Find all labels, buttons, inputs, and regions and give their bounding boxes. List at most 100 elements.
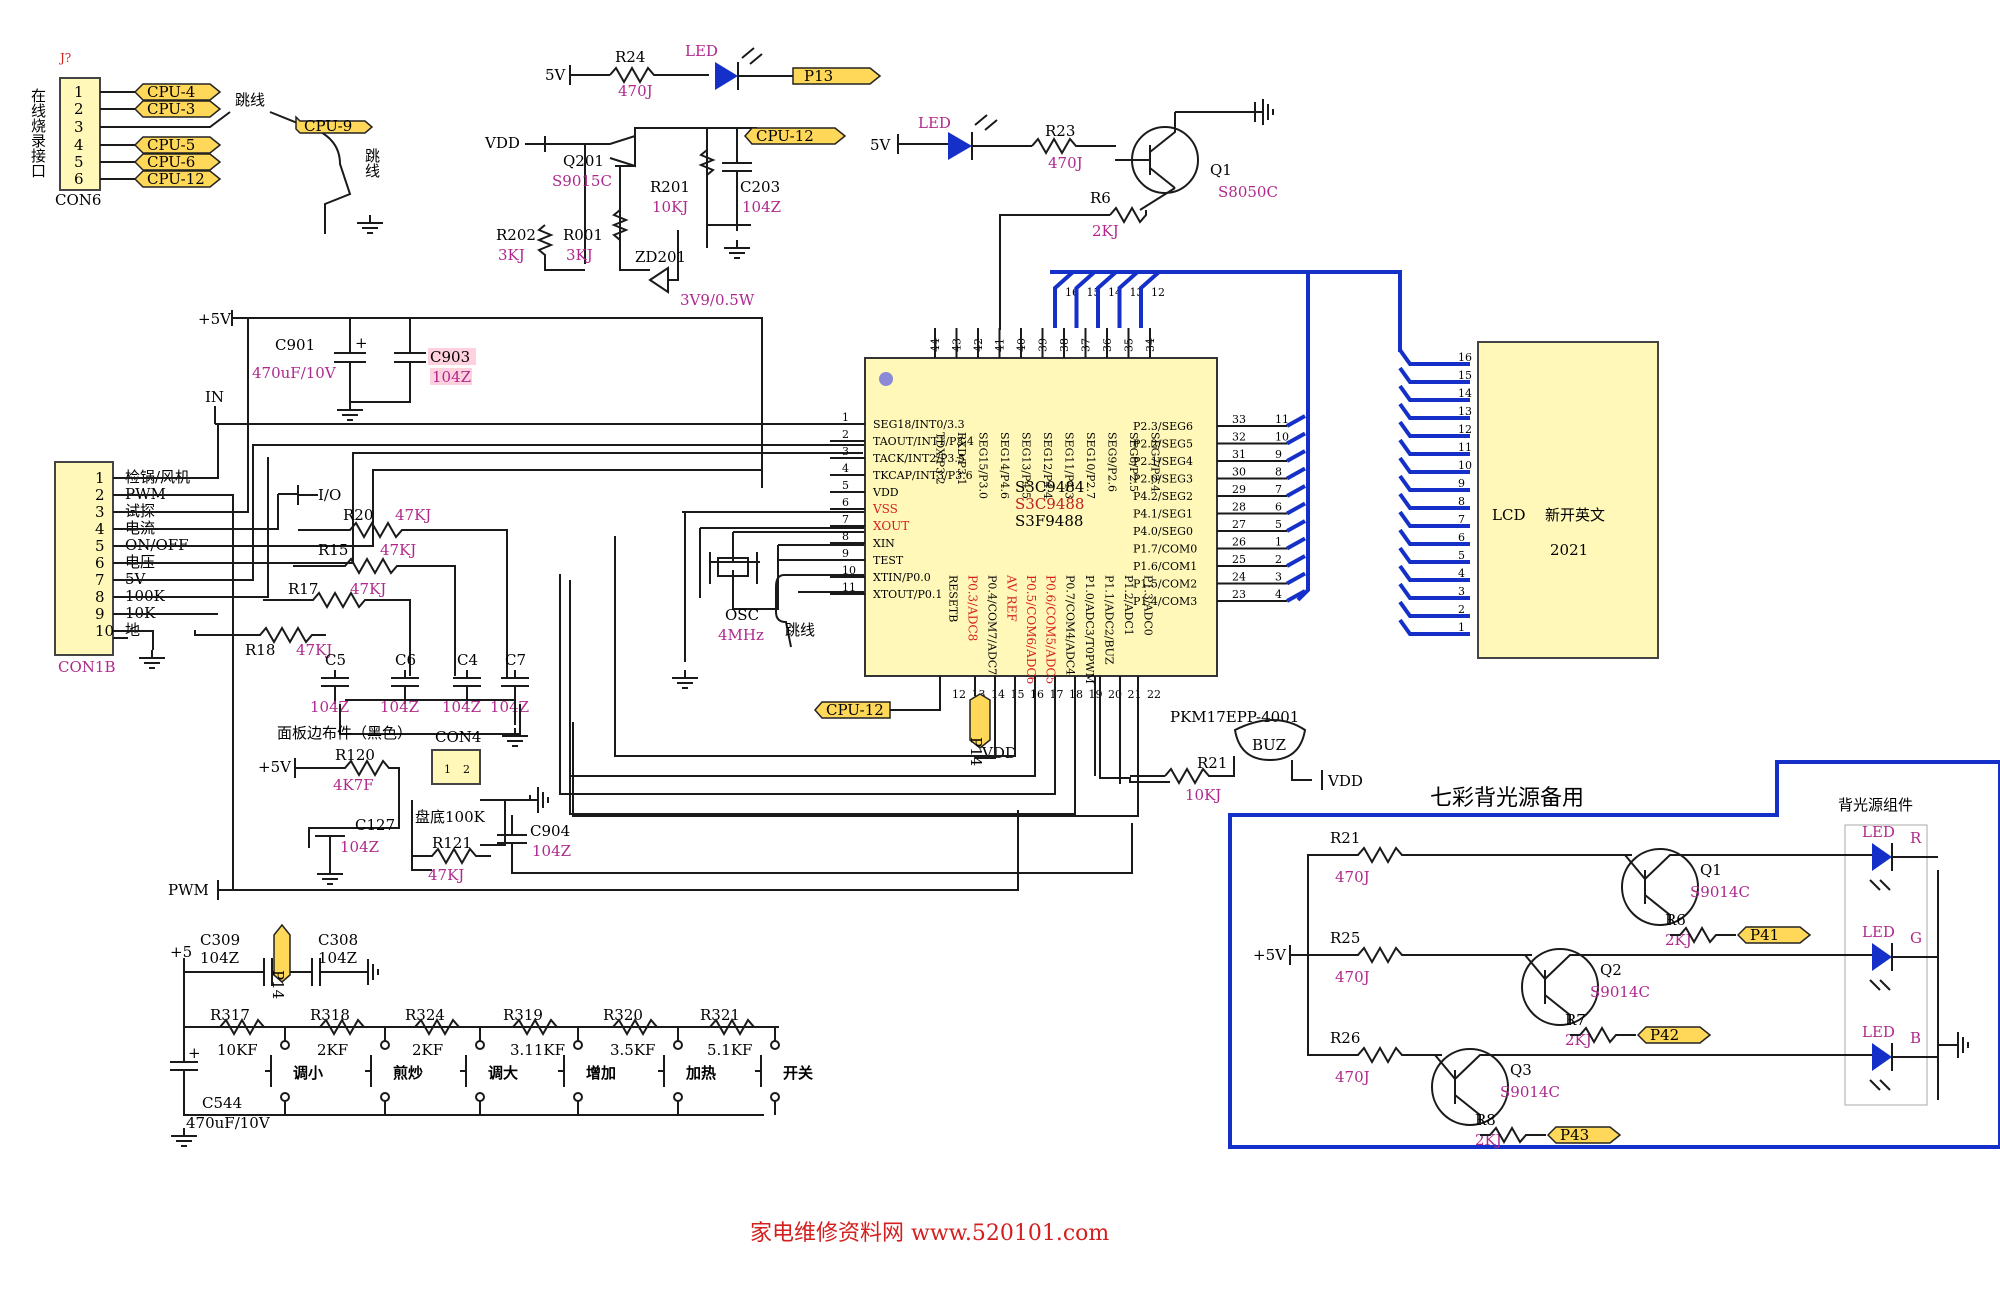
bl-led-g: LED [1862,923,1895,941]
lcd-net-3: 3 [1275,571,1282,584]
mcu-pin-label-27: P4.0/SEG0 [1133,525,1193,538]
svg-text:ZD201: ZD201 [635,248,686,266]
mcu-pin-2: 2 [842,428,849,441]
key-1: 调小 [293,1064,323,1082]
bl-tag-p42: P42 [1636,1026,1712,1044]
lcd-bus-num-12: 12 [1151,286,1165,299]
bl-res-r25-value: 470J [1335,968,1370,986]
mcu-pin-label-13: P0.3/ADC8 [966,575,980,641]
mcu-pin-label-12: RESETB [947,575,960,622]
key-res-r318-value: 2KF [317,1041,348,1059]
lcd-pin-9: 9 [1458,477,1465,490]
lcd-net-1: 1 [1275,536,1282,549]
mcu-pin-25: 25 [1232,553,1246,566]
svg-text:10KJ: 10KJ [652,198,688,216]
mcu-pin-5: 5 [842,479,849,492]
mcu-pin-label-41: SEG14/P4.6 [998,432,1011,499]
svg-text:4K7F: 4K7F [333,776,374,794]
mcu-pin-label-3: TACK/INT2/P3.5 [873,452,965,465]
svg-text:47KJ: 47KJ [428,866,464,884]
mcu-pin-label-43: RXD/P3.1 [955,432,968,486]
jumper-tag: CPU-9 [295,115,374,135]
mcu-pin-label-25: P1.6/COM1 [1133,560,1197,573]
lcd-pin-7: 7 [1458,513,1465,526]
svg-text:R201: R201 [650,178,690,196]
mcu-pin-label-39: SEG12/P4.4 [1041,432,1054,499]
con6-tag-cpu-12: CPU-12 [133,170,222,188]
mcu-pin-label-14: P0.4/COM7/ADC7 [986,575,999,675]
key-res-r319-value: 3.11KF [510,1041,565,1059]
bl-base-r6: R6 [1665,911,1686,929]
svg-text:VDD: VDD [1327,772,1363,790]
bl-tag-p41: P41 [1736,926,1812,944]
mcu-pin-29: 29 [1232,483,1246,496]
key-5: 加热 [685,1064,716,1082]
mcu-pin-12: 12 [952,688,966,701]
svg-text:P42: P42 [1650,1026,1679,1044]
svg-text:C901: C901 [275,336,315,354]
mcu-pin-21: 21 [1128,688,1142,701]
mcu-pin-label-28: P4.1/SEG1 [1133,508,1193,521]
svg-text:R120: R120 [335,746,375,764]
mcu-pin-label-30: P2.0/SEG3 [1133,473,1193,486]
cap-c6: C6 [395,651,416,669]
con1b-pin-2: 2 [95,486,105,504]
svg-text:CPU-5: CPU-5 [147,136,195,154]
lcd-net-5: 5 [1275,518,1282,531]
mcu-pin-label-42: SEG15/P3.0 [977,432,990,499]
mcu-pin-9: 9 [842,547,849,560]
svg-text:C203: C203 [740,178,780,196]
con1b-pin-4: 4 [95,520,105,538]
con1b-pin-5: 5 [95,537,105,555]
svg-text:R24: R24 [615,48,645,66]
backlight-group-label: 背光源组件 [1838,796,1913,814]
bl-res-r21: R21 [1330,829,1360,847]
con6-pin-1: 1 [74,83,84,101]
key-res-r320: R320 [603,1006,643,1024]
mcu-pin-26: 26 [1232,536,1246,549]
con6-pin-5: 5 [74,153,84,171]
lcd-net-7: 7 [1275,483,1282,496]
key-4: 增加 [586,1064,616,1082]
con6-pin-3: 3 [74,118,84,136]
mcu-pin-27: 27 [1232,518,1246,531]
mcu-pin-label-33: P2.3/SEG6 [1133,420,1193,433]
svg-text:CPU-12: CPU-12 [147,170,205,188]
mcu-pin-20: 20 [1108,688,1122,701]
svg-text:S9015C: S9015C [552,172,612,190]
svg-text:LED: LED [685,42,718,60]
con1b-pin-9: 9 [95,605,105,623]
mcu-pin-label-23: P1.4/COM3 [1133,595,1197,608]
svg-text:CPU-4: CPU-4 [147,83,195,101]
svg-text:104Z: 104Z [340,838,379,856]
svg-text:2: 2 [463,763,470,776]
svg-text:10KJ: 10KJ [1185,786,1221,804]
mcu-pin-4: 4 [842,462,849,475]
con1b-pin-1: 1 [95,469,105,487]
svg-text:+: + [355,334,368,352]
lcd-year: 2021 [1550,541,1588,559]
svg-text:+: + [188,1044,201,1062]
svg-text:P43: P43 [1560,1126,1589,1144]
svg-text:LED: LED [918,114,951,132]
svg-text:104Z: 104Z [200,949,239,967]
con6-pin-6: 6 [74,170,84,188]
mcu-pin-32: 32 [1232,431,1246,444]
svg-text:104Z: 104Z [318,949,357,967]
mcu-left-pins: 1SEG18/INT0/3.32TAOUT/INT1/P3.43TACK/INT… [830,411,974,601]
lcd-label: LCD [1492,506,1525,524]
bl-transistor-q2: Q2 [1600,961,1622,979]
svg-text:P13: P13 [804,67,833,85]
key-res-r317: R317 [210,1006,250,1024]
svg-text:VDD: VDD [484,134,520,152]
mcu-pin-label-44: TDX/P3.2 [934,432,947,485]
cap-c6-value: 104Z [380,698,419,716]
mcu-pin-label-29: P4.2/SEG2 [1133,490,1193,503]
svg-text:47KJ: 47KJ [380,541,416,559]
mcu-pin-6: 6 [842,496,849,509]
lcd-pin-6: 6 [1458,531,1465,544]
key-2: 煎炒 [393,1064,423,1082]
svg-text:104Z: 104Z [742,198,781,216]
